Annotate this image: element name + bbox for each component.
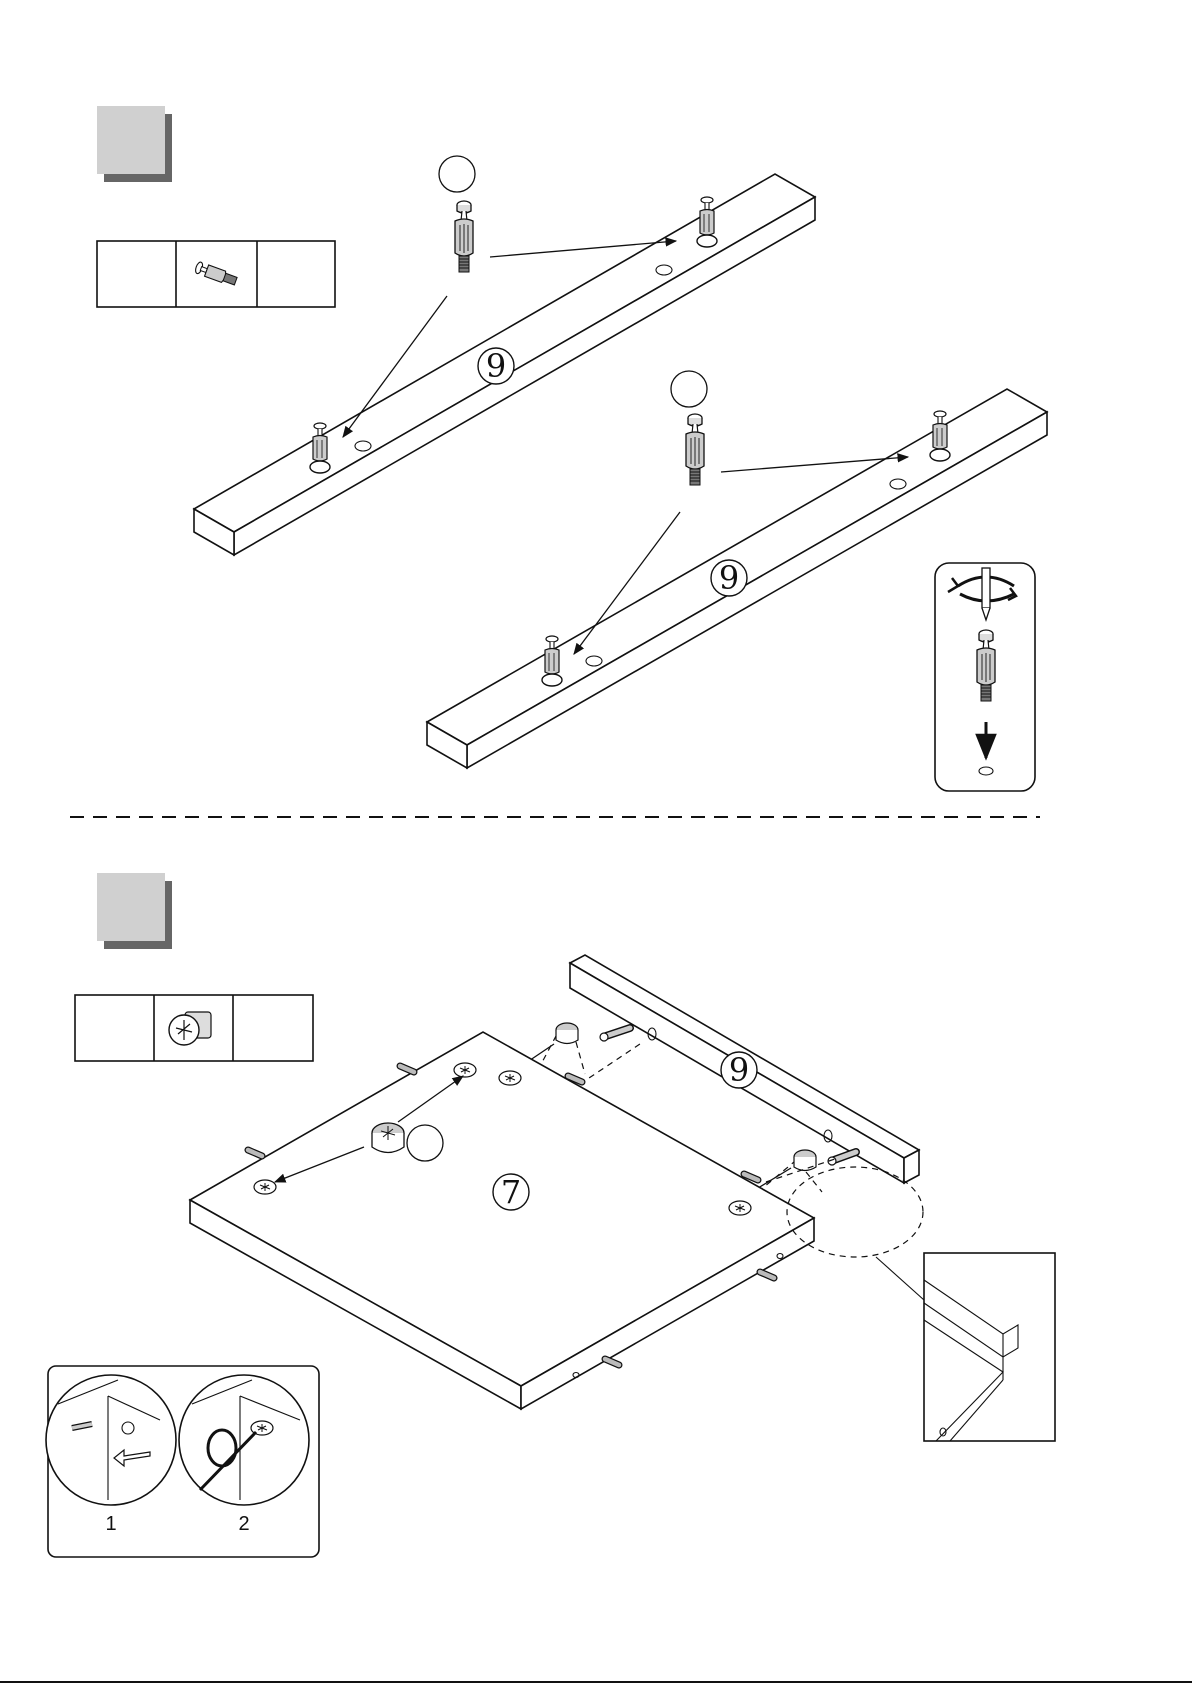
cam-bolt-icon (686, 414, 704, 485)
svg-text:9: 9 (719, 559, 739, 597)
hardware-table-1 (97, 241, 335, 307)
cam-bolt-installed (930, 411, 950, 461)
hardware-callout-circle (407, 1125, 443, 1161)
inset-step-1-label: 1 (105, 1513, 116, 1535)
step-box-2 (97, 873, 172, 949)
cam-hole (499, 1071, 521, 1085)
cam-bolt-installed (828, 1152, 856, 1165)
inset-instructions: 1 2 (46, 1366, 319, 1557)
step-box-1 (97, 106, 172, 182)
cam-bolt-installed (542, 636, 562, 686)
part-number-7: 7 (493, 1173, 529, 1211)
cam-lock-icon (372, 1123, 404, 1153)
part-number-9-back: 9 (721, 1051, 757, 1089)
svg-text:9: 9 (486, 347, 506, 385)
svg-text:7: 7 (501, 1173, 521, 1211)
dowel (248, 1150, 262, 1156)
cam-bolt-icon (455, 201, 473, 272)
dowel (605, 1359, 619, 1365)
dowel (400, 1066, 414, 1072)
screwdriver-detail-icon (935, 563, 1035, 791)
cam-bolt-installed (310, 423, 330, 473)
cam-hole (454, 1063, 476, 1077)
inset-step-2-label: 2 (238, 1513, 249, 1535)
part-number-9-upper: 9 (478, 347, 514, 385)
hardware-callout-circle (439, 156, 475, 192)
cam-bolt-installed (600, 1028, 630, 1041)
hardware-callout-circle (671, 371, 707, 407)
detail-panel (924, 1253, 1055, 1441)
cam-lock (556, 1023, 578, 1044)
hardware-table-2 (75, 995, 313, 1061)
part-number-9-lower: 9 (711, 559, 747, 597)
dowel (760, 1272, 774, 1278)
detail-leader (876, 1257, 924, 1300)
cam-hole (254, 1180, 276, 1194)
cam-hole (729, 1201, 751, 1215)
cam-lock (794, 1150, 816, 1171)
svg-text:9: 9 (729, 1051, 749, 1089)
cam-bolt-installed (697, 197, 717, 247)
panel-7 (190, 1032, 814, 1409)
